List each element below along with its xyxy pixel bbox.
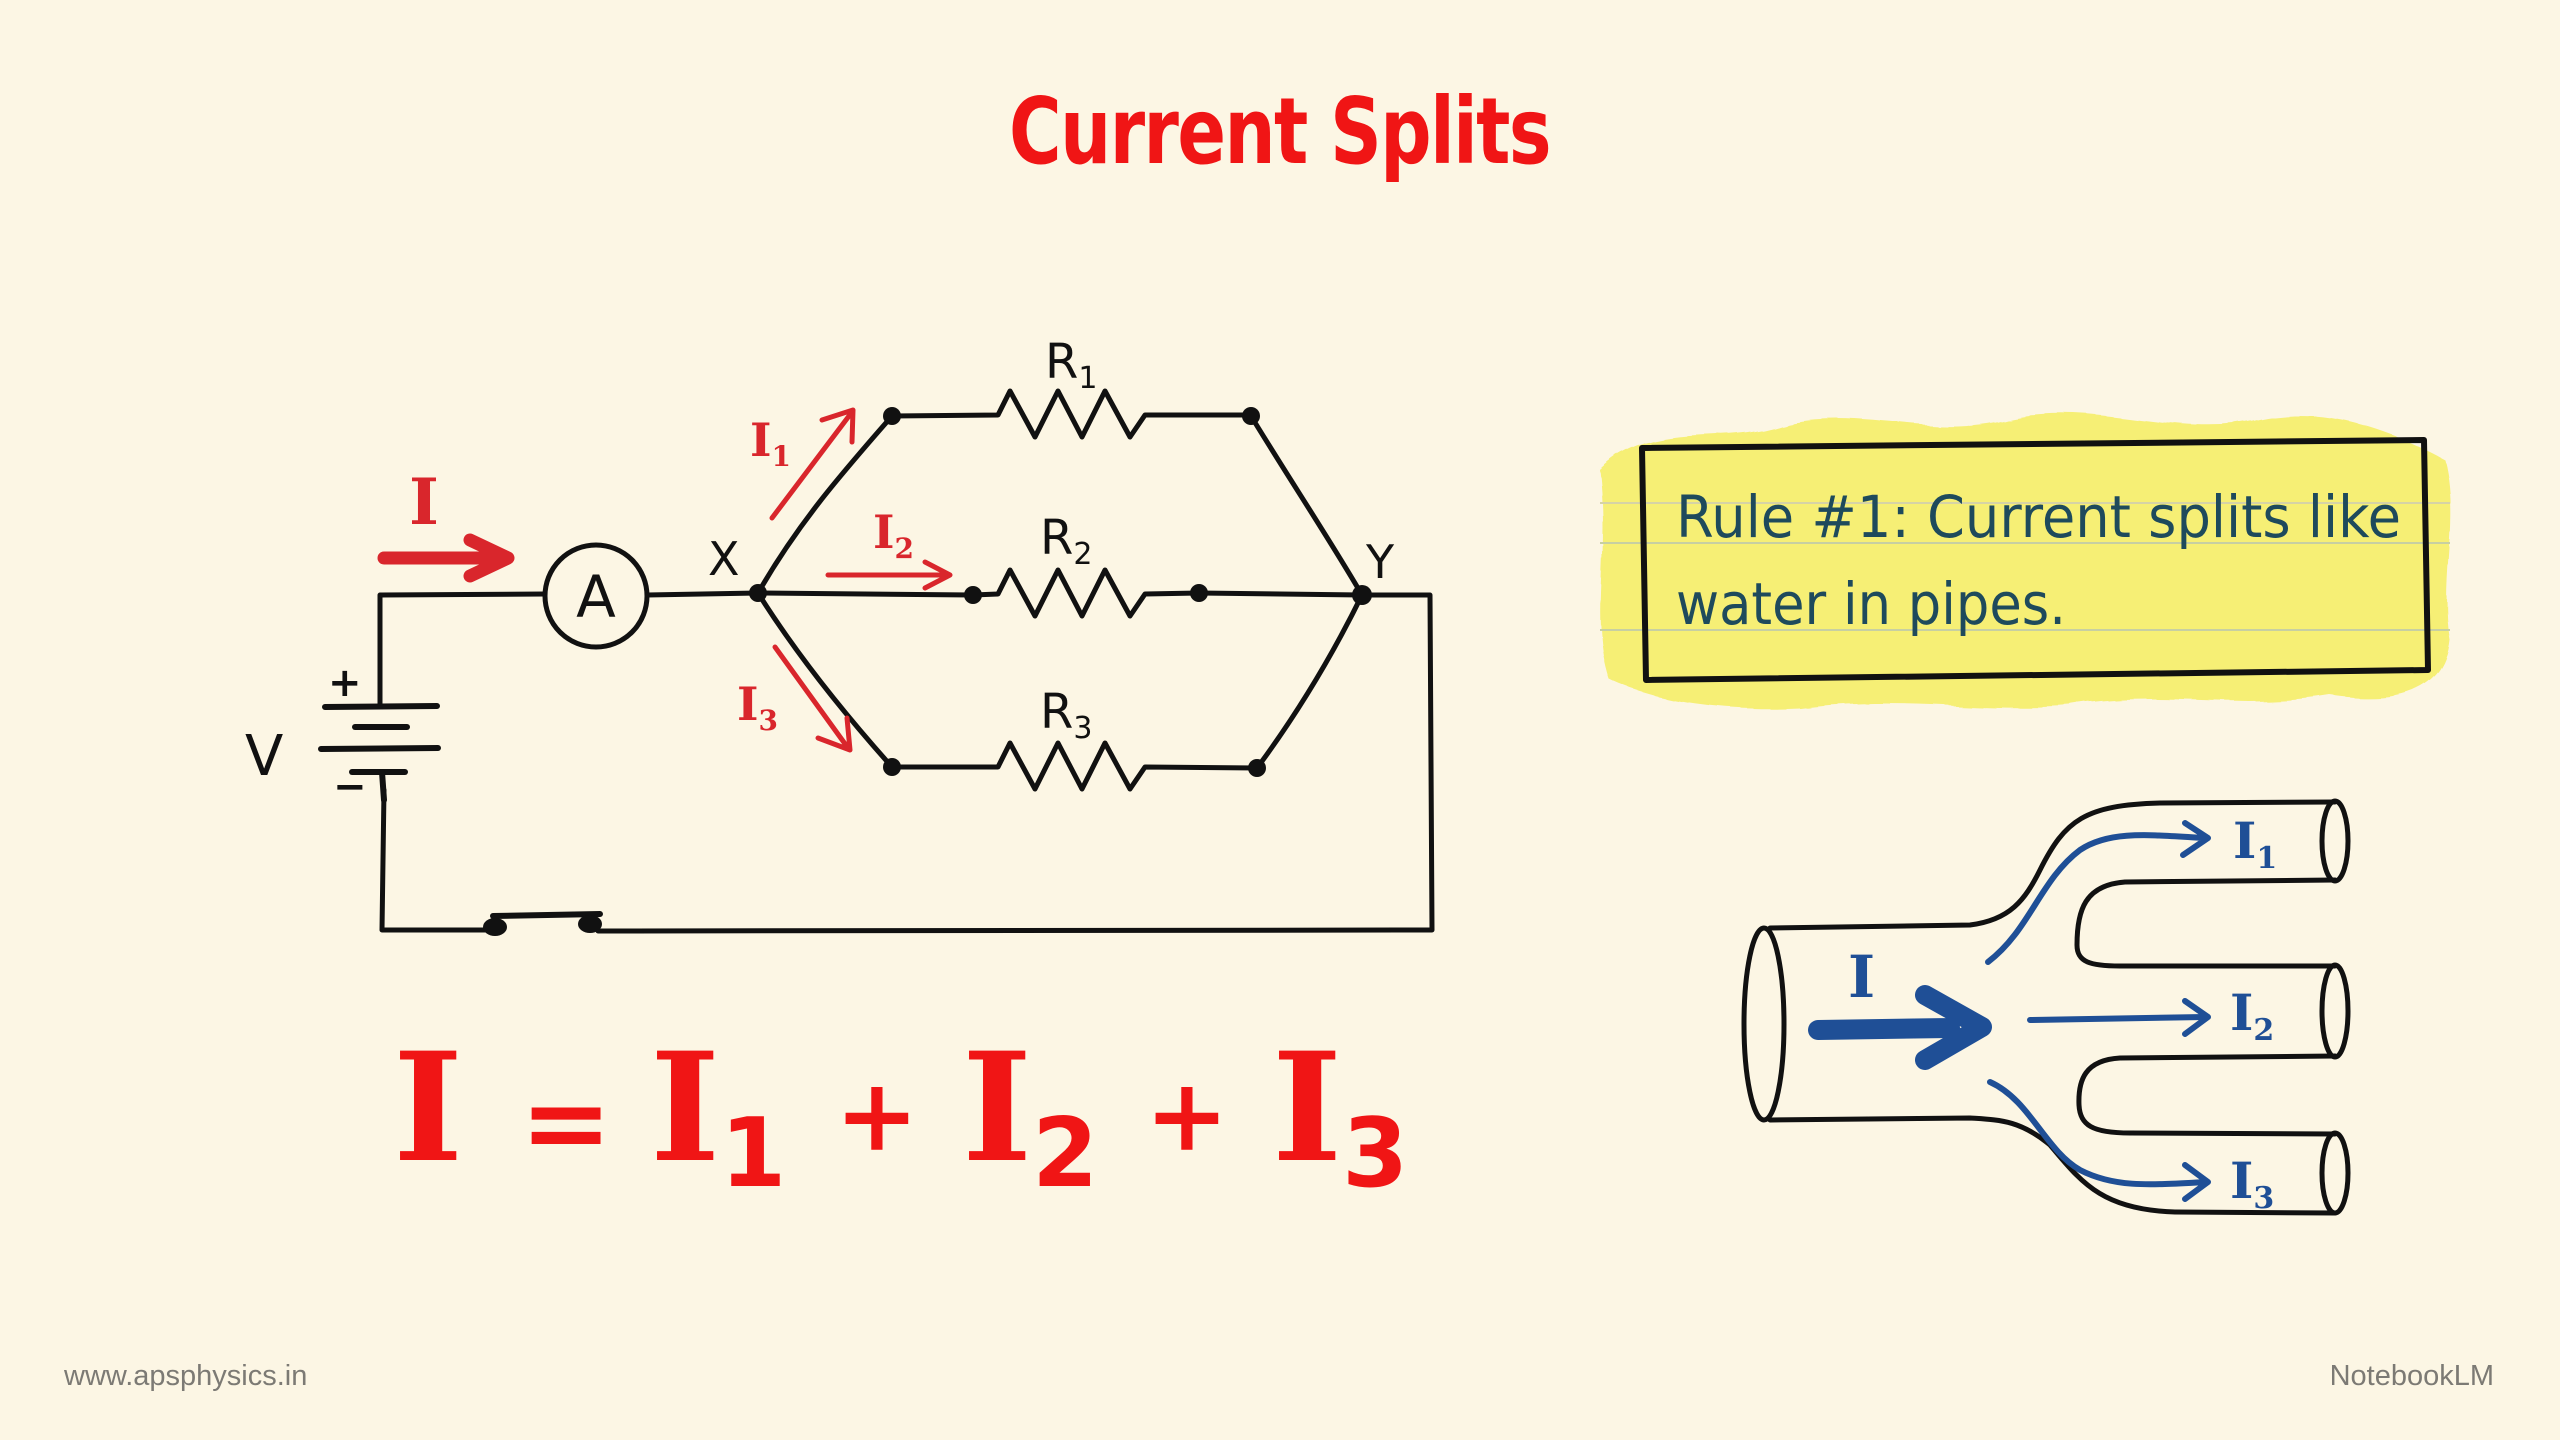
total-current-arrow	[377, 533, 515, 583]
resistor-r1-label: R1	[1045, 334, 1097, 396]
pipe-outlet-1-opening	[2319, 798, 2351, 884]
circuit-nodes	[483, 407, 1372, 936]
node-r3-left	[883, 758, 901, 776]
pipe-inlet-arrow	[1808, 985, 1992, 1070]
resistor-r3	[889, 740, 1260, 792]
equation-lhs: I	[393, 1020, 463, 1196]
pipe-inlet-label: I	[1848, 943, 1875, 1011]
battery-label: V	[245, 724, 283, 789]
pipe-branch-1-arrow	[1985, 820, 2211, 965]
pipe-outlet-3-label: I3	[2230, 1151, 2274, 1216]
footer-brand: NotebookLM	[2329, 1360, 2494, 1392]
resistor-r2-label: R2	[1040, 510, 1092, 572]
switch-contact-right	[578, 915, 602, 933]
ammeter-label: A	[576, 563, 616, 631]
resistor-r1	[889, 388, 1254, 440]
node-r1-right	[1242, 407, 1260, 425]
pipe-branch-3-arrow	[1987, 1079, 2211, 1202]
node-r3-right	[1248, 759, 1266, 777]
rule-box-border	[1639, 437, 2431, 683]
battery	[318, 703, 441, 803]
node-y	[1352, 585, 1372, 605]
pipe-outline	[1767, 799, 2338, 1216]
node-r2-left	[964, 586, 982, 604]
rule-text-line-2: water in pipes.	[1676, 570, 2066, 638]
pipe-outlet-2-label: I2	[2230, 983, 2274, 1048]
pipe-branch-2-arrow	[2027, 998, 2211, 1037]
branch-2-current-label: I2	[873, 505, 914, 565]
branch-3-current-label: I3	[737, 677, 778, 737]
equation-plus-2: +	[1145, 1056, 1229, 1174]
pipe-outlet-1-label: I1	[2233, 811, 2277, 876]
slide-title: Current Splits	[1009, 78, 1552, 185]
total-current-label: I	[409, 465, 439, 540]
pipe-outlet-2-opening	[2319, 962, 2351, 1060]
resistor-r3-label: R3	[1040, 684, 1092, 746]
kirchhoff-equation: I = I1 + I2 + I3	[393, 1020, 1408, 1209]
pipe-outlet-3-opening	[2319, 1130, 2351, 1216]
branch-3-current-arrow	[772, 644, 853, 753]
node-x	[749, 584, 767, 602]
wire-branch-3-left	[755, 590, 895, 770]
resistor-r2	[970, 567, 1365, 619]
branch-1-current-arrow	[769, 407, 856, 521]
junction-x-label: X	[708, 532, 740, 586]
branch-2-current-arrow	[825, 559, 953, 591]
circuit-diagram	[318, 388, 1435, 934]
equation-term-3: I3	[1272, 1020, 1408, 1209]
footer-website: www.apsphysics.in	[64, 1360, 308, 1392]
highlighter-background	[1600, 413, 2451, 709]
equation-term-2: I2	[962, 1020, 1098, 1209]
wire-branch-1-right	[1248, 413, 1365, 598]
pipe-inlet-opening	[1741, 925, 1787, 1123]
wire-branch-2-left	[755, 590, 976, 598]
equation-term-1: I1	[650, 1020, 786, 1209]
current-annotations	[377, 407, 953, 753]
switch-key	[490, 911, 603, 919]
wire-branch-1-left	[755, 413, 895, 596]
branch-1-current-label: I1	[750, 413, 791, 473]
battery-negative-sign: −	[333, 764, 367, 810]
wire-right-return	[595, 592, 1435, 934]
rule-text-line-1: Rule #1: Current splits like	[1676, 483, 2401, 551]
wire-left-top	[377, 591, 548, 710]
node-r2-right	[1190, 584, 1208, 602]
junction-y-label: Y	[1365, 535, 1395, 589]
wire-branch-3-right	[1254, 592, 1365, 771]
equation-equals: =	[520, 1057, 612, 1186]
wire-left-bottom	[379, 787, 498, 933]
wire-ammeter-to-x	[644, 590, 761, 598]
pipe-analogy-diagram: I I1 I2 I3	[1741, 798, 2351, 1216]
equation-plus-1: +	[835, 1056, 919, 1174]
battery-positive-sign: +	[328, 660, 362, 706]
node-r1-left	[883, 407, 901, 425]
rule-callout: Rule #1: Current splits like water in pi…	[1600, 413, 2451, 709]
switch-contact-left	[483, 918, 507, 936]
